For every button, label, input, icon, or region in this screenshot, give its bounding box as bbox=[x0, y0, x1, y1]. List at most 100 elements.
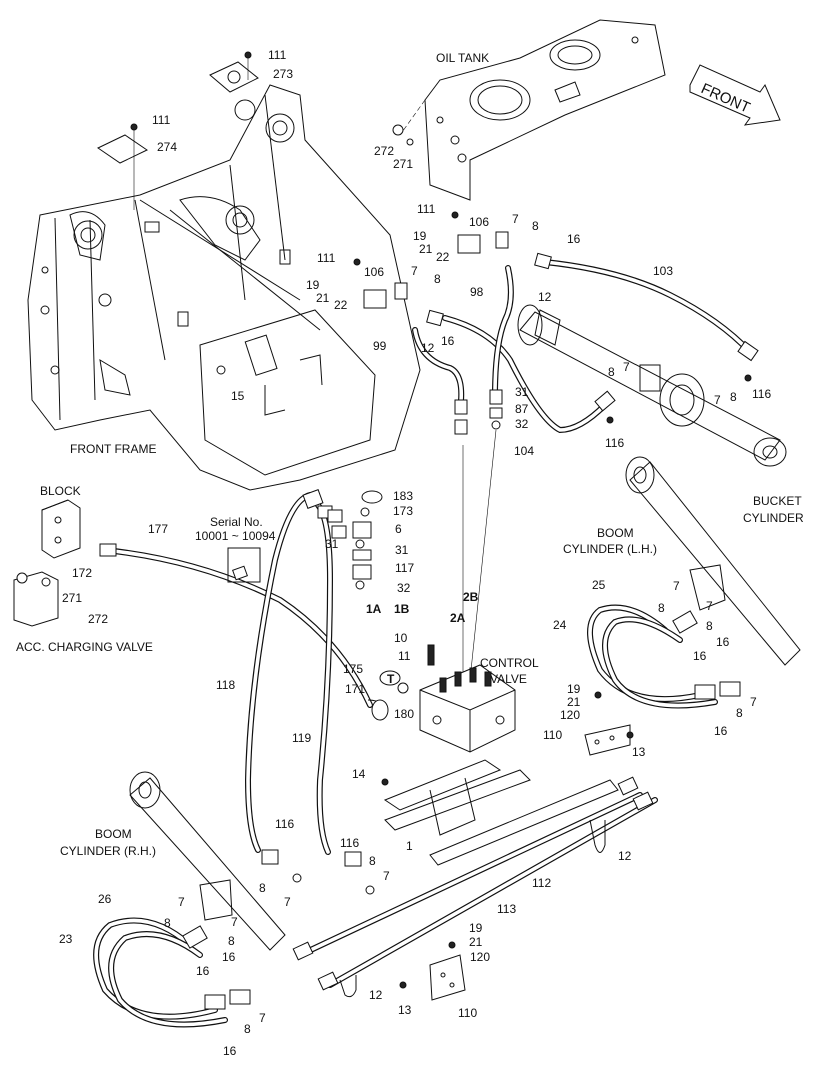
part-callout: 118 bbox=[216, 678, 235, 692]
bracket-110-upper bbox=[584, 724, 631, 756]
part-callout: 1 bbox=[406, 839, 413, 853]
part-callout: 24 bbox=[553, 618, 567, 632]
part-callout: 120 bbox=[470, 950, 490, 964]
part-callout: 7 bbox=[512, 212, 519, 226]
part-callout: 7 bbox=[259, 1011, 266, 1025]
label-bucket-cylinder-2: CYLINDER bbox=[743, 511, 804, 525]
part-callout: 13 bbox=[398, 1003, 412, 1017]
part-callout: 104 bbox=[514, 444, 534, 458]
part-callout: 21 bbox=[469, 935, 483, 949]
bucket-cylinder bbox=[517, 304, 787, 467]
part-callout: 119 bbox=[292, 731, 311, 745]
label-boom-rh-2: CYLINDER (R.H.) bbox=[60, 844, 156, 858]
part-callout: 16 bbox=[222, 950, 236, 964]
part-callout: 111 bbox=[417, 202, 436, 216]
part-callout: 16 bbox=[223, 1044, 237, 1058]
part-callout: 272 bbox=[374, 144, 394, 158]
part-callout: 16 bbox=[716, 635, 730, 649]
part-callout: 98 bbox=[470, 285, 484, 299]
part-callout: 183 bbox=[393, 489, 413, 503]
part-callout: 26 bbox=[98, 892, 112, 906]
part-callout: 171 bbox=[345, 682, 365, 696]
part-callout: 22 bbox=[436, 250, 450, 264]
part-callout: 16 bbox=[196, 964, 210, 978]
part-callout: 7 bbox=[178, 895, 185, 909]
part-callout: 87 bbox=[515, 402, 529, 416]
front-frame bbox=[27, 84, 421, 491]
boom-cylinder-lh bbox=[625, 456, 801, 666]
part-callout: 8 bbox=[369, 854, 376, 868]
pipe-112 bbox=[429, 779, 619, 866]
part-callout: 112 bbox=[532, 876, 551, 890]
label-boom-rh-1: BOOM bbox=[95, 827, 132, 841]
part-callout: 8 bbox=[228, 934, 235, 948]
label-control-valve-2: VALVE bbox=[490, 672, 527, 686]
label-control-valve-1: CONTROL bbox=[480, 656, 539, 670]
label-oil-tank: OIL TANK bbox=[436, 51, 489, 65]
part-callout: 12 bbox=[538, 290, 552, 304]
part-callout: 116 bbox=[275, 817, 294, 831]
part-callout: 111 bbox=[268, 48, 287, 62]
oil-tank bbox=[392, 19, 666, 201]
label-serial-no: Serial No. bbox=[210, 515, 263, 529]
part-callout: 16 bbox=[693, 649, 707, 663]
acc-charging-valve bbox=[13, 571, 59, 627]
part-callout: 32 bbox=[515, 417, 529, 431]
part-callout: 8 bbox=[608, 365, 615, 379]
part-callout: 271 bbox=[393, 157, 413, 171]
part-callout: 31 bbox=[325, 537, 339, 551]
label-block: BLOCK bbox=[40, 484, 81, 498]
front-arrow bbox=[689, 64, 781, 126]
part-callout: 103 bbox=[653, 264, 673, 278]
fitting-group-upper bbox=[363, 231, 552, 435]
part-callout: 272 bbox=[88, 612, 108, 626]
part-callout: 19 bbox=[567, 682, 581, 696]
part-callout: 271 bbox=[62, 591, 82, 605]
frame-1 bbox=[381, 759, 531, 836]
label-acc-charging-valve: ACC. CHARGING VALVE bbox=[16, 640, 153, 654]
part-callout: 13 bbox=[632, 745, 646, 759]
part-callout: 177 bbox=[148, 522, 168, 536]
fitting-stack bbox=[327, 490, 383, 590]
part-callout: 31 bbox=[515, 385, 529, 399]
part-callout: 23 bbox=[59, 932, 73, 946]
part-callout: 106 bbox=[364, 265, 384, 279]
part-callout: 173 bbox=[393, 504, 413, 518]
part-callout: 12 bbox=[421, 341, 435, 355]
hose-118 bbox=[244, 492, 313, 853]
part-callout: 111 bbox=[152, 113, 171, 127]
part-callout: 7 bbox=[673, 579, 680, 593]
part-callout: 7 bbox=[411, 264, 418, 278]
part-callout: 16 bbox=[714, 724, 728, 738]
part-callout: 172 bbox=[72, 566, 92, 580]
part-callout: 22 bbox=[334, 298, 348, 312]
block bbox=[41, 499, 81, 559]
part-callout: 7 bbox=[284, 895, 291, 909]
hose-177 bbox=[99, 543, 389, 721]
adapter-121 bbox=[227, 547, 261, 583]
part-callout: 8 bbox=[730, 390, 737, 404]
part-callout: 21 bbox=[316, 291, 330, 305]
hoses-23-26 bbox=[93, 917, 251, 1028]
part-callout: 19 bbox=[413, 229, 427, 243]
part-callout: 116 bbox=[340, 836, 359, 850]
part-callout: 16 bbox=[441, 334, 455, 348]
part-callout: 8 bbox=[164, 916, 171, 930]
hose-119 bbox=[315, 502, 334, 855]
part-callout: 180 bbox=[394, 707, 414, 721]
part-callout: 111 bbox=[317, 251, 336, 265]
part-callout: 8 bbox=[244, 1022, 251, 1036]
part-callout: 10 bbox=[394, 631, 408, 645]
part-callout: 110 bbox=[543, 728, 562, 742]
boom-cylinder-rh bbox=[129, 771, 286, 951]
part-callout: 116 bbox=[752, 387, 771, 401]
part-callout: 14 bbox=[352, 767, 366, 781]
part-callout: 25 bbox=[592, 578, 606, 592]
part-callout: 8 bbox=[706, 619, 713, 633]
part-callout: 7 bbox=[750, 695, 757, 709]
part-callout: 7 bbox=[714, 393, 721, 407]
part-callout: 31 bbox=[395, 543, 409, 557]
port-2a: 2A bbox=[450, 611, 466, 625]
pipe-113 bbox=[292, 776, 658, 991]
